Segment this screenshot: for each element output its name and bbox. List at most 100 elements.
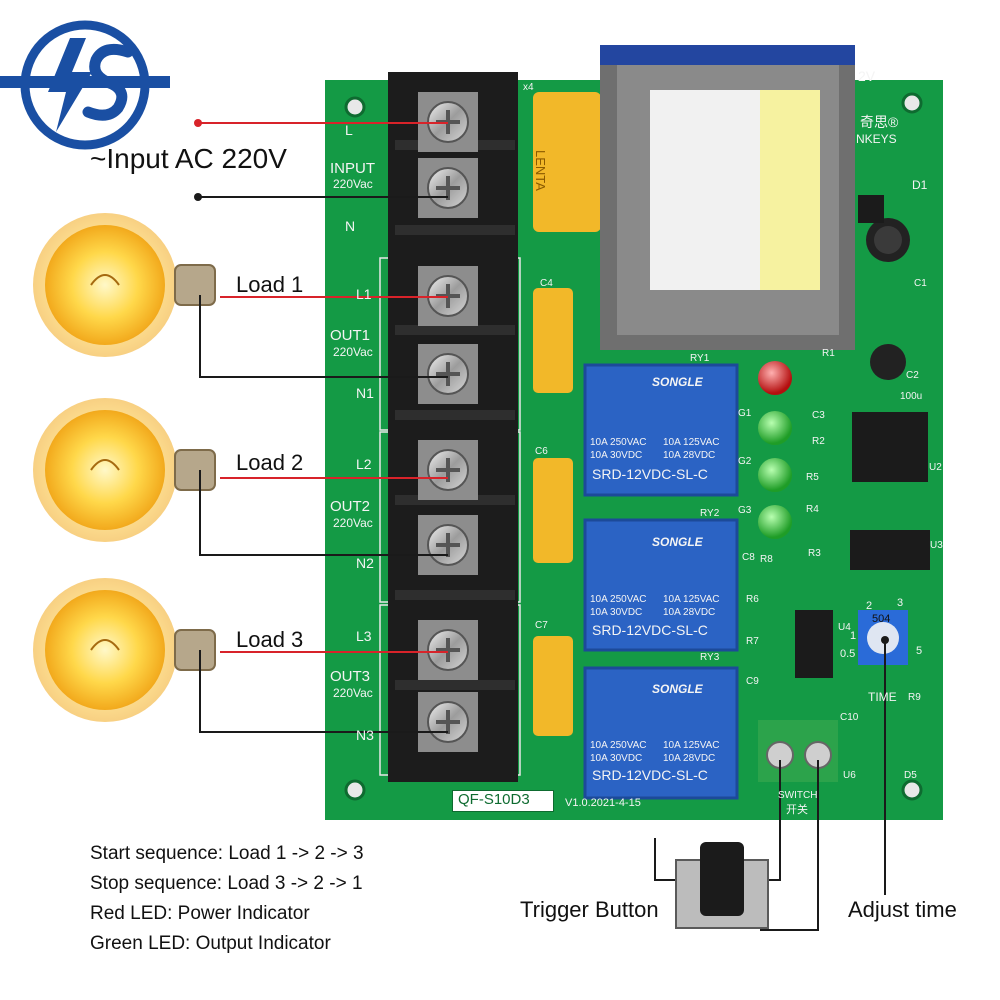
ref-r3: R3 [808,548,821,559]
terminal-top-out1: L1 [356,286,372,302]
ref-r5: R5 [806,472,819,483]
cap-c1-label: C1 [914,278,927,289]
ref-r2: R2 [812,436,825,447]
terminal-top-input: L [345,122,353,138]
adjust-time-label: Adjust time [848,897,957,922]
terminal-bottom-out1: N1 [356,385,374,401]
terminal-bottom-input: N [345,218,356,234]
terminal-volt-out1: 220Vac [333,345,373,359]
terminal-group-out1: OUT1 [330,327,371,344]
pot-scale-3: 3 [897,597,904,609]
ref-g3: G3 [738,505,752,516]
board-brand-sub: NKEYS [856,132,897,146]
relay-1-spec-r2: 10A 28VDC [663,450,716,461]
ref-r4: R4 [806,504,819,515]
board-model: QF-S10D3 [458,791,530,808]
relay-2-ref: RY2 [700,508,720,519]
ref-u4: U4 [838,622,851,633]
load-3-label: Load 3 [236,627,304,652]
switch-cn-label: 开关 [786,804,808,816]
wires [194,119,889,931]
relay-1-brand: SONGLE [652,375,703,389]
board-voltage-top: 2V [858,68,876,84]
ref-u2: U2 [929,462,942,473]
terminal-group-input: INPUT [330,160,375,177]
ref-c10: C10 [840,712,859,723]
ref-c3: C3 [812,410,825,421]
board-brand-mark: 奇思® [860,114,899,130]
terminal-bottom-out2: N2 [356,555,374,571]
relay-3-ref: RY3 [700,652,720,663]
terminal-top-out3: L3 [356,628,372,644]
led-green-3 [758,505,792,539]
model-badge [452,790,554,812]
ref-c9: C9 [746,676,759,687]
leds [758,361,792,539]
ref-c8: C8 [742,552,755,563]
ref-r7: R7 [746,636,759,647]
bulb-3 [33,578,216,722]
note-red-led: Red LED: Power Indicator [90,903,310,924]
ref-r6: R6 [746,594,759,605]
relay-1-spec-l2: 10A 30VDC [590,450,643,461]
trigger-button-label: Trigger Button [520,897,659,922]
ref-r9: R9 [908,692,921,703]
time-label: TIME [868,690,897,704]
brand-logo [0,20,170,150]
terminal-group-out2: OUT2 [330,498,371,515]
relay-1-spec-l1: 10A 250VAC [590,437,647,448]
led-green-1 [758,411,792,445]
relay-3-spec-r2: 10A 28VDC [663,753,716,764]
note-green-led: Green LED: Output Indicator [90,933,331,954]
relay-3-brand: SONGLE [652,682,703,696]
relay-2-spec-l1: 10A 250VAC [590,594,647,605]
relay-1-model: SRD-12VDC-SL-C [592,466,708,482]
capacitors [533,92,601,736]
terminal-bottom-out3: N3 [356,727,374,743]
relays [583,363,739,800]
ref-g2: G2 [738,456,752,467]
terminal-top-out2: L2 [356,456,372,472]
led-green-2 [758,458,792,492]
ref-r8: R8 [760,554,773,565]
ref-c7: C7 [535,620,548,631]
capacitor-brand: LENTA [533,150,548,191]
note-stop-sequence: Stop sequence: Load 3 -> 2 -> 1 [90,873,363,894]
relay-3-model: SRD-12VDC-SL-C [592,767,708,783]
pot-scale-2: 2 [866,600,873,612]
ref-d5: D5 [904,770,917,781]
board-version: V1.0.2021-4-15 [565,797,641,809]
relay-2-spec-r2: 10A 28VDC [663,607,716,618]
electrolytic-capacitors [866,218,910,380]
relay-1-spec-r1: 10A 125VAC [663,437,720,448]
ref-c6: C6 [535,446,548,457]
relay-3-spec-r1: 10A 125VAC [663,740,720,751]
relay-2-spec-l2: 10A 30VDC [590,607,643,618]
ref-u6: U6 [843,770,856,781]
ref-g1: G1 [738,408,752,419]
pot-scale-0-5: 0.5 [840,648,856,660]
relay-1-ref: RY1 [690,353,710,364]
input-ac-label: ~Input AC 220V [90,143,287,174]
tact-button [675,842,769,929]
note-start-sequence: Start sequence: Load 1 -> 2 -> 3 [90,843,364,864]
load-1-label: Load 1 [236,272,304,297]
relay-3-spec-l2: 10A 30VDC [590,753,643,764]
led-red [758,361,792,395]
pot-scale-5: 5 [916,645,923,657]
ref-u3: U3 [930,540,943,551]
relay-2-model: SRD-12VDC-SL-C [592,622,708,638]
terminal-volt-out3: 220Vac [333,686,373,700]
capacitor-x4-label: x4 [523,82,534,93]
pot-value: 504 [872,613,891,625]
ref-c4: C4 [540,278,553,289]
transformer [600,45,855,350]
terminal-volt-out2: 220Vac [333,516,373,530]
pot-scale-1: 1 [850,630,857,642]
load-2-label: Load 2 [236,450,304,475]
relay-3-spec-l1: 10A 250VAC [590,740,647,751]
switch-terminal [758,720,838,782]
ref-r1: R1 [822,348,835,359]
bulb-2 [33,398,216,542]
